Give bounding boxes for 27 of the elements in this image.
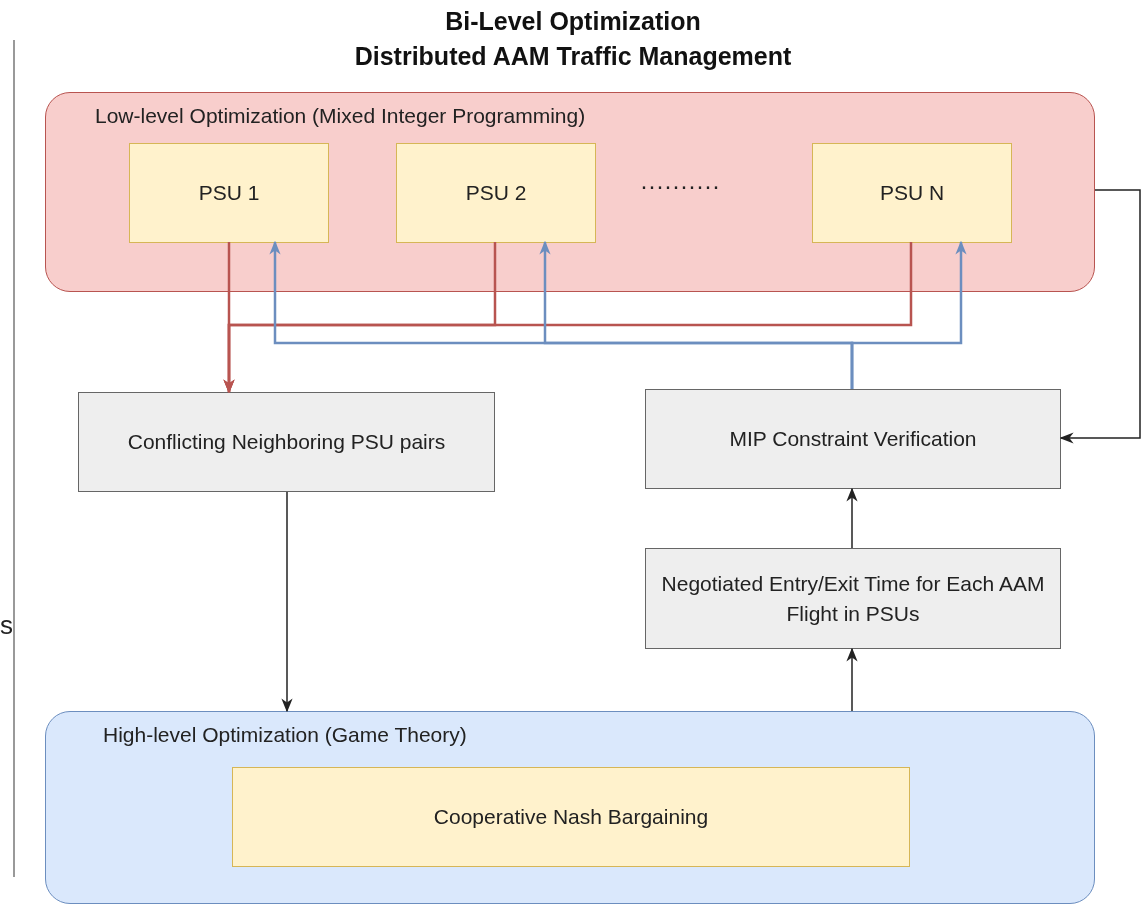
arrow (1059, 189, 1141, 444)
box-label: Conflicting Neighboring PSU pairs (126, 429, 447, 455)
arrow (846, 487, 858, 549)
process-box (645, 389, 1061, 489)
diagram-title: Bi-Level Optimization Distributed AAM Traffic Management (353, 6, 793, 72)
process-box (645, 548, 1061, 649)
box-label: PSU 1 (197, 180, 261, 206)
arrow (281, 491, 293, 713)
arrow (846, 647, 858, 712)
box-label: Negotiated Entry/Exit Time for Each AAM Flight in PSUs (660, 570, 1046, 627)
ellipsis-dots: ·········· (640, 172, 720, 200)
text-fragment: s (0, 610, 13, 641)
group-container (45, 711, 1095, 904)
process-box (78, 392, 495, 492)
box-label: PSU 2 (464, 180, 528, 206)
process-box (232, 767, 910, 867)
box-label: MIP Constraint Verification (728, 426, 978, 452)
group-container (45, 92, 1095, 292)
process-box (812, 143, 1012, 243)
box-label: PSU N (878, 180, 946, 206)
arrow (850, 240, 967, 389)
arrow (223, 242, 913, 394)
group-heading: High-level Optimization (Game Theory) (103, 723, 467, 747)
process-box (396, 143, 596, 243)
box-label: Cooperative Nash Bargaining (432, 804, 710, 830)
group-heading: Low-level Optimization (Mixed Integer Programming) (95, 104, 586, 128)
process-box (129, 143, 329, 243)
